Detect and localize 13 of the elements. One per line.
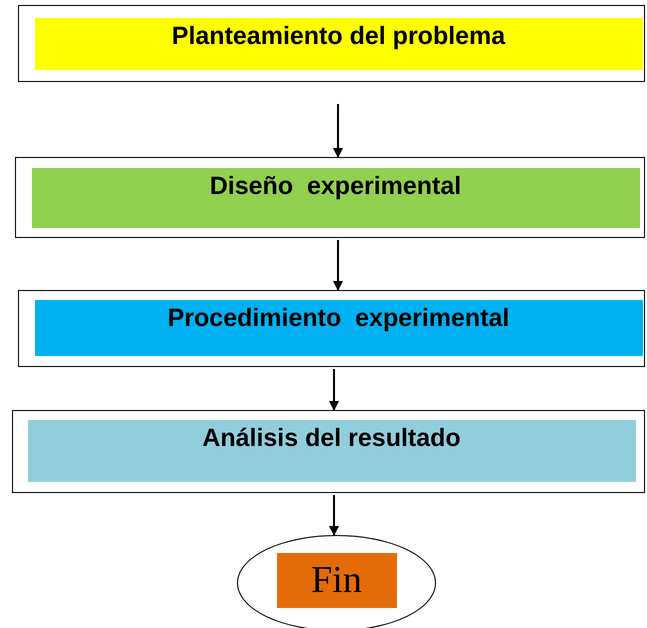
process-box	[12, 410, 645, 493]
arrow	[333, 104, 343, 158]
step-label: Procedimiento experimental	[34, 300, 642, 356]
arrow	[329, 369, 339, 411]
end-label: Fin	[276, 552, 396, 608]
step-label: Diseño experimental	[32, 168, 640, 228]
step-label: Análisis del resultado	[28, 420, 636, 482]
process-box	[15, 157, 645, 238]
process-box	[18, 5, 645, 82]
process-box	[18, 290, 645, 367]
arrow	[333, 240, 343, 291]
step-label: Planteamiento del problema	[34, 18, 642, 70]
arrow	[329, 495, 339, 536]
